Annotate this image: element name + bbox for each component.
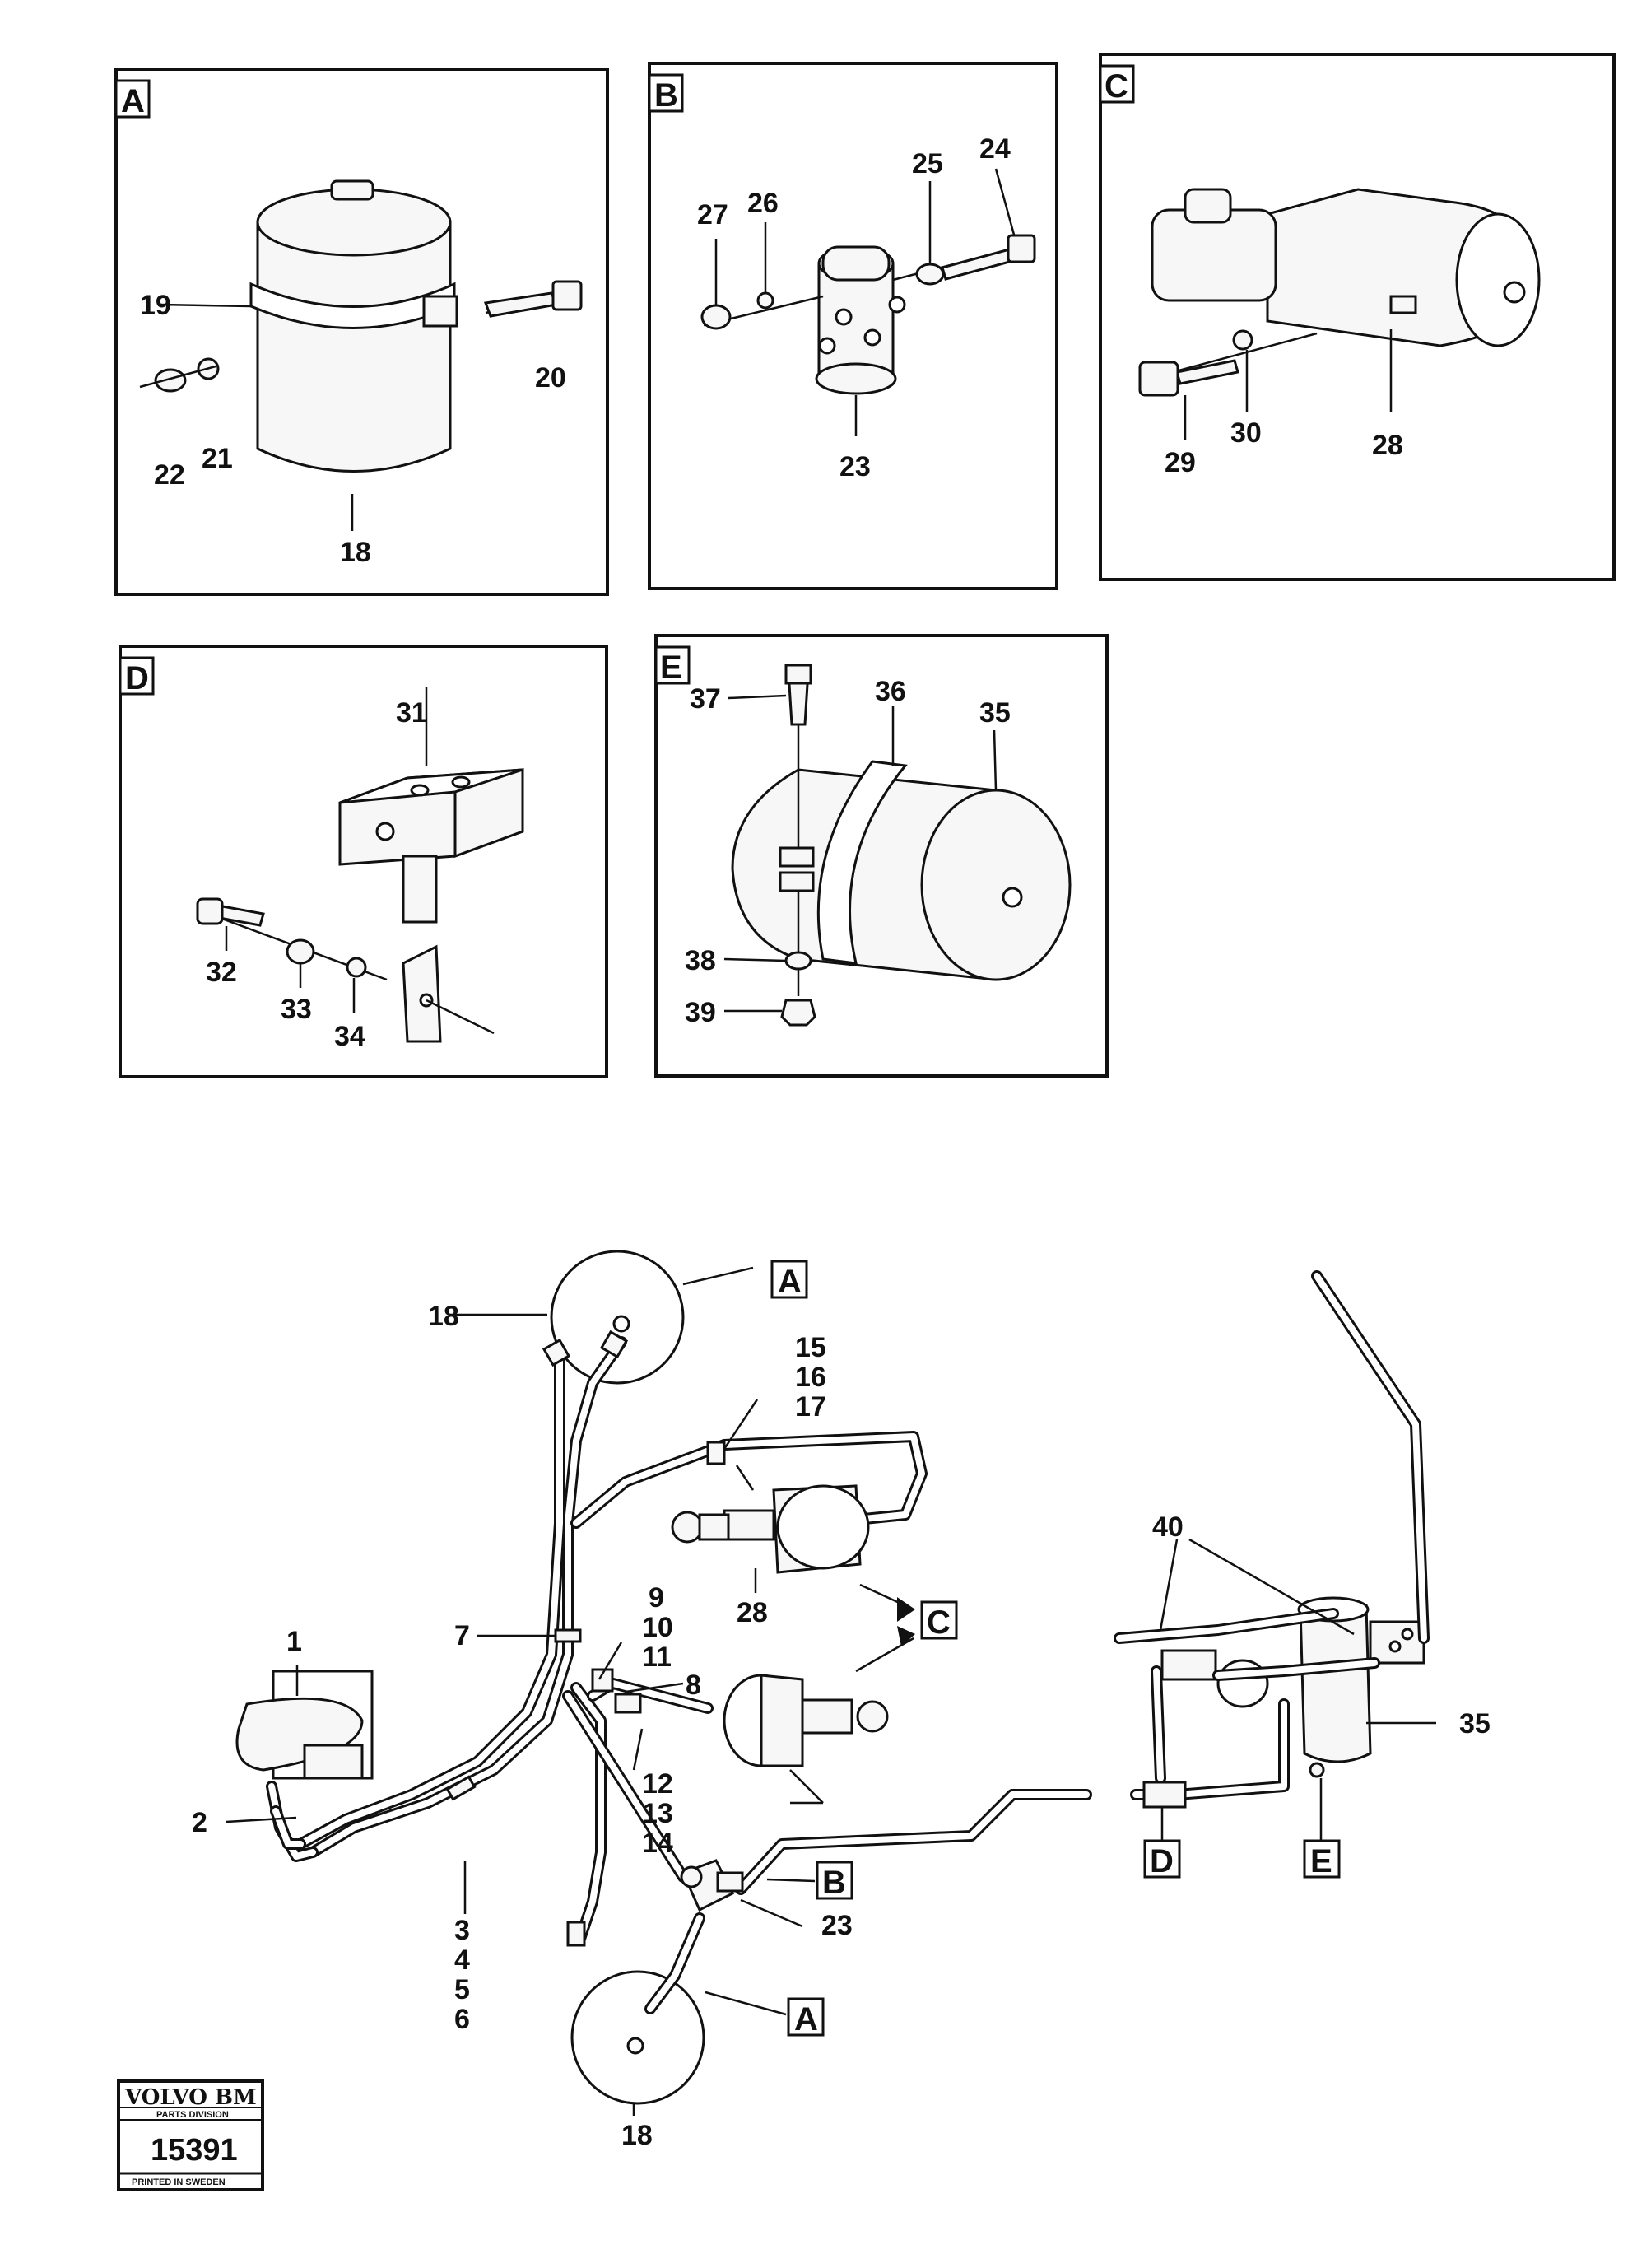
stamp-printed: PRINTED IN SWEDEN — [132, 2177, 226, 2187]
label-27: 27 — [697, 199, 728, 231]
label-18-a: 18 — [340, 537, 371, 568]
panel-e-frame — [654, 634, 1109, 1078]
label-37: 37 — [690, 683, 721, 715]
label-2: 2 — [192, 1807, 207, 1838]
panel-b-letter: B — [654, 77, 678, 114]
label-29: 29 — [1165, 447, 1196, 478]
label-15: 15 — [795, 1332, 826, 1363]
label-32: 32 — [206, 957, 237, 988]
tank-35-overview — [1160, 1596, 1425, 1778]
panel-e-letter: E — [660, 650, 682, 686]
panel-a-frame — [114, 68, 609, 596]
pipe-bundle — [266, 1336, 1290, 2014]
label-20: 20 — [535, 362, 566, 394]
label-7: 7 — [454, 1620, 470, 1651]
label-17: 17 — [795, 1391, 826, 1423]
label-10: 10 — [642, 1612, 673, 1643]
ref-a-bottom: A — [787, 1997, 825, 2037]
label-18-bottom: 18 — [621, 2120, 653, 2151]
label-4: 4 — [454, 1944, 470, 1976]
label-18-top: 18 — [428, 1301, 459, 1332]
label-23-overview: 23 — [821, 1910, 853, 1941]
panel-c-letter: C — [1105, 68, 1128, 105]
valve-23 — [815, 245, 906, 395]
label-11: 11 — [642, 1642, 672, 1673]
bracket-d-overview — [1142, 1781, 1187, 1809]
panel-a-letter: A — [121, 83, 145, 119]
ref-e: E — [1303, 1839, 1341, 1879]
brake-chamber-upper — [671, 1465, 870, 1574]
panel-a: A 19 20 21 22 18 — [114, 68, 609, 596]
brake-chamber-28 — [1151, 188, 1541, 347]
label-6: 6 — [454, 2004, 470, 2035]
compressor-1 — [235, 1670, 374, 1780]
label-14: 14 — [642, 1828, 673, 1859]
label-24: 24 — [979, 133, 1011, 165]
label-13: 13 — [642, 1798, 673, 1829]
label-35-e: 35 — [979, 697, 1011, 729]
panel-b: B 27 26 25 24 23 — [648, 62, 1058, 590]
label-28-top: 28 — [737, 1597, 768, 1628]
panel-b-frame — [648, 62, 1058, 590]
svg-text:B: B — [822, 1865, 846, 1901]
panel-c: C 29 30 28 — [1099, 53, 1616, 581]
label-40: 40 — [1152, 1511, 1184, 1543]
svg-text:A: A — [794, 2001, 818, 2037]
air-tank-a — [249, 179, 458, 473]
panel-e: E 37 36 35 38 39 — [654, 634, 1109, 1078]
label-36: 36 — [875, 676, 906, 707]
stamp-brand: VOLVO BM — [124, 2085, 257, 2110]
stamp-number: 15391 — [151, 2133, 238, 2168]
label-1: 1 — [286, 1626, 302, 1657]
ref-a-top: A — [770, 1260, 808, 1300]
air-tank-e — [731, 760, 1072, 981]
label-31: 31 — [396, 697, 427, 729]
label-26: 26 — [747, 188, 779, 219]
label-19: 19 — [140, 290, 171, 321]
label-28-c: 28 — [1372, 430, 1403, 461]
panel-d: D 31 32 33 34 — [119, 645, 608, 1078]
ref-d: D — [1143, 1839, 1181, 1879]
panel-c-frame — [1099, 53, 1616, 581]
svg-text:C: C — [927, 1604, 951, 1641]
label-25: 25 — [912, 148, 943, 179]
label-12: 12 — [642, 1768, 673, 1800]
ref-c: C — [897, 1597, 958, 1646]
label-34: 34 — [334, 1021, 365, 1052]
panel-d-letter: D — [125, 660, 149, 696]
brake-chamber-lower — [723, 1674, 889, 1805]
label-21: 21 — [202, 443, 233, 474]
stamp-division: PARTS DIVISION — [156, 2110, 229, 2120]
label-35-overview: 35 — [1459, 1708, 1491, 1739]
label-8: 8 — [686, 1670, 701, 1701]
label-23-b: 23 — [839, 451, 871, 482]
panel-d-frame — [119, 645, 608, 1078]
label-3: 3 — [454, 1915, 470, 1946]
system-overview: 18 15 16 17 1 40 9 10 11 7 28 8 35 2 12 … — [192, 1250, 1491, 2151]
svg-text:A: A — [778, 1264, 802, 1300]
volvo-bm-stamp: VOLVO BM PARTS DIVISION 15391 PRINTED IN… — [117, 2079, 264, 2191]
label-33: 33 — [281, 994, 312, 1025]
label-39: 39 — [685, 997, 716, 1028]
label-5: 5 — [454, 1974, 470, 2005]
label-38: 38 — [685, 945, 716, 976]
label-30: 30 — [1230, 417, 1262, 449]
ref-b: B — [816, 1861, 853, 1901]
label-16: 16 — [795, 1362, 826, 1393]
label-22: 22 — [154, 459, 185, 491]
svg-text:E: E — [1310, 1843, 1332, 1879]
svg-text:D: D — [1150, 1843, 1174, 1879]
label-9: 9 — [649, 1582, 664, 1614]
valve-23-overview — [680, 1859, 744, 1912]
bracket-31 — [338, 767, 524, 924]
